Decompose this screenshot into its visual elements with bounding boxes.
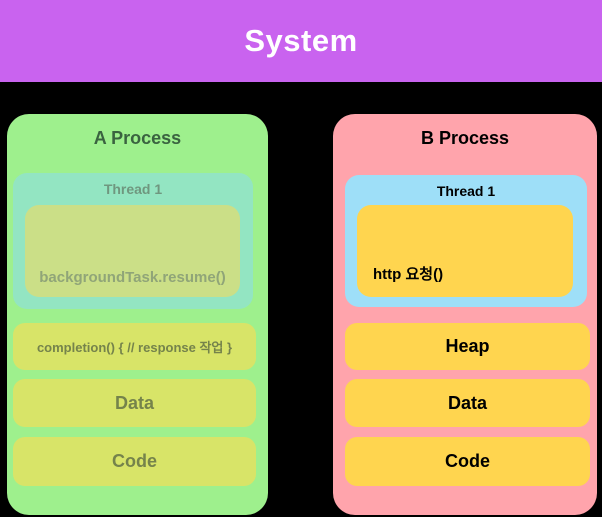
process-b-heap-block: Heap xyxy=(345,323,590,370)
process-a-thread-box: Thread 1 backgroundTask.resume() xyxy=(13,173,253,309)
process-a-task-label: backgroundTask.resume() xyxy=(39,269,226,286)
process-b-task-box: http 요청() xyxy=(357,205,573,297)
process-a-data-block: Data xyxy=(13,379,256,427)
system-title: System xyxy=(244,23,358,58)
process-a-thread-label: Thread 1 xyxy=(103,181,163,197)
process-b-title: B Process xyxy=(420,128,510,148)
process-a-title: A Process xyxy=(93,128,182,148)
process-a-code-block: Code xyxy=(13,437,256,486)
process-b-container: B Process Thread 1 http 요청() Heap Data C… xyxy=(333,114,597,515)
process-b-thread-label: Thread 1 xyxy=(436,183,496,199)
process-a-completion-block: completion() { // response 작업 } xyxy=(13,323,256,370)
process-b-data-block: Data xyxy=(345,379,590,427)
process-a-task-box: backgroundTask.resume() xyxy=(25,205,240,297)
process-a-container: A Process Thread 1 backgroundTask.resume… xyxy=(7,114,268,515)
process-b-thread-box: Thread 1 http 요청() xyxy=(345,175,587,307)
process-b-code-block: Code xyxy=(345,437,590,486)
process-b-task-label: http 요청() xyxy=(373,266,444,283)
system-banner: System xyxy=(0,0,602,82)
